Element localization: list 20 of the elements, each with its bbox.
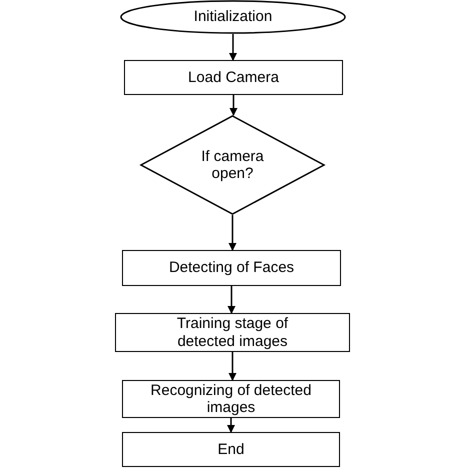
node-label: Initialization	[194, 8, 272, 26]
process-box	[115, 313, 350, 352]
arrow	[228, 286, 236, 314]
arrow	[228, 352, 236, 381]
process-box	[122, 380, 340, 418]
arrow	[227, 418, 235, 433]
arrow	[229, 34, 237, 61]
process-box	[122, 432, 340, 467]
node-label: Training stage of detected images	[176, 315, 290, 350]
decision-label: If camera open?	[200, 148, 265, 182]
node-label: Load Camera	[188, 68, 279, 86]
node-label: End	[218, 440, 244, 458]
process-box	[124, 60, 343, 95]
arrow	[228, 215, 236, 251]
process-box	[122, 250, 341, 286]
node-label: Recognizing of detected images	[150, 382, 312, 416]
decision-diamond	[140, 115, 325, 215]
arrow	[230, 95, 238, 116]
node-label: Detecting of Faces	[168, 259, 294, 277]
start-ellipse	[120, 0, 346, 34]
